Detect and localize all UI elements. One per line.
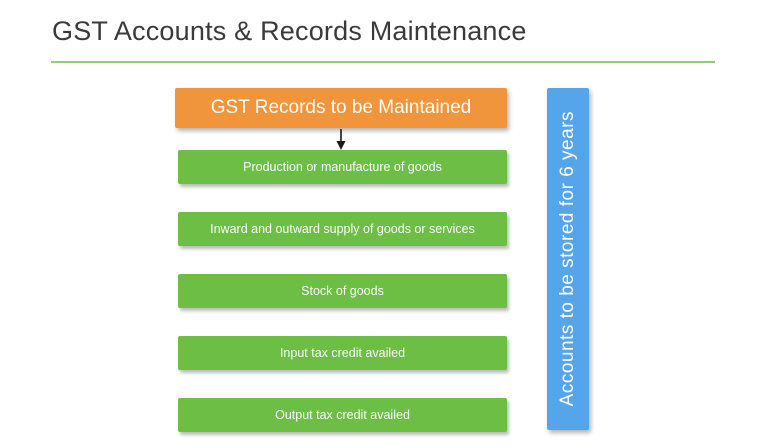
flow-item-input-credit: Input tax credit availed: [178, 336, 507, 370]
flowchart-header-box: GST Records to be Maintained: [175, 88, 507, 128]
slide-title: GST Accounts & Records Maintenance: [52, 16, 527, 46]
flow-item-production: Production or manufacture of goods: [178, 150, 507, 184]
down-arrow-icon: [336, 129, 346, 150]
title-divider: [51, 61, 715, 63]
flow-item-output-credit: Output tax credit availed: [178, 398, 507, 432]
side-banner-label: Accounts to be stored for 6 years: [557, 111, 578, 407]
flow-item-supply: Inward and outward supply of goods or se…: [178, 212, 507, 246]
side-banner-storage-duration: Accounts to be stored for 6 years: [547, 88, 589, 430]
flow-item-stock: Stock of goods: [178, 274, 507, 308]
